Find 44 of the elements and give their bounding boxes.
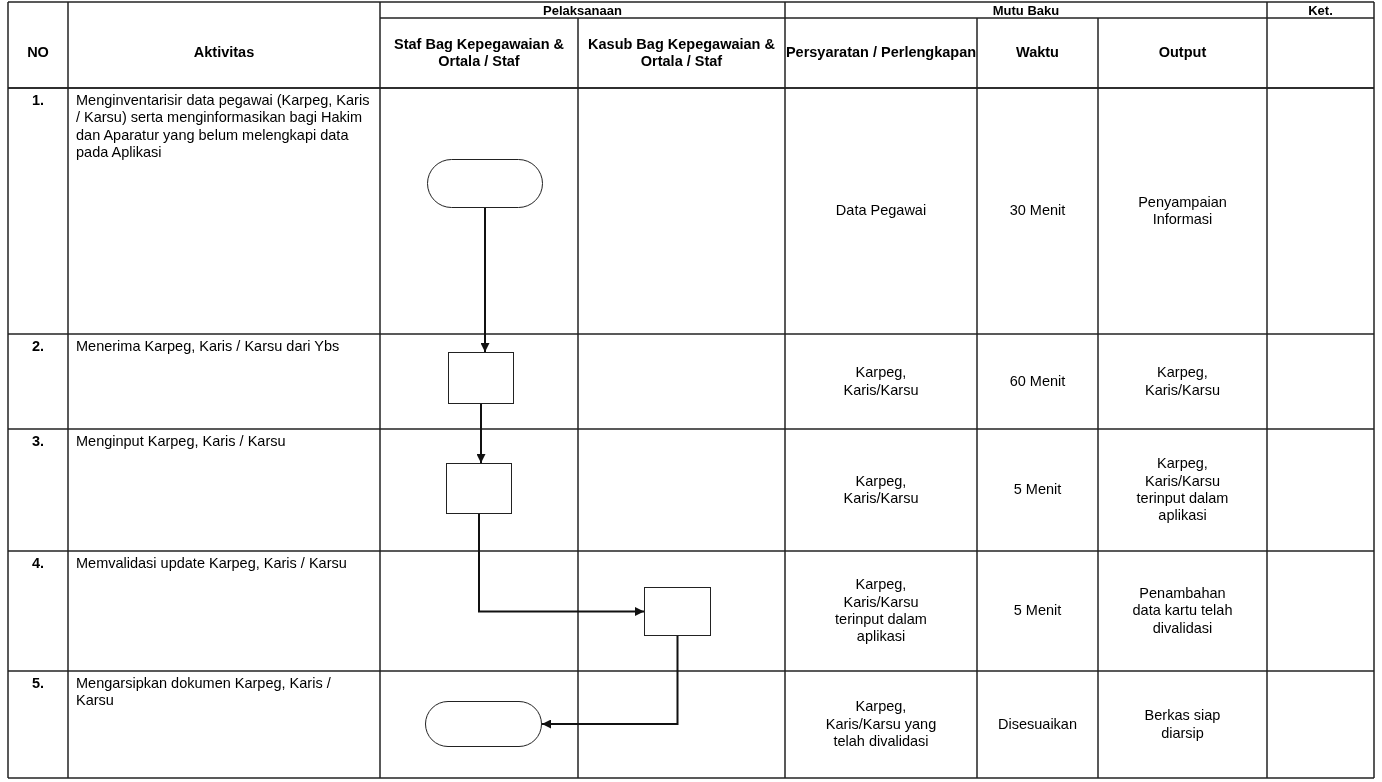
- table-cell-text: Karpeg, Karis/Karsu terinput dalam aplikasi: [834, 576, 928, 646]
- terminator-shape: [427, 159, 543, 208]
- table-cell-text: Karpeg, Karis/Karsu terinput dalam aplikasi: [1135, 455, 1230, 525]
- table-cell-text: Karpeg, Karis/Karsu: [842, 364, 920, 399]
- table-cell-text: 5.: [31, 675, 45, 693]
- column-header: Aktivitas: [193, 44, 255, 62]
- table-cell-text: Data Pegawai: [835, 202, 927, 220]
- table-cell-text: 3.: [31, 433, 45, 451]
- column-header: Staf Bag Kepegawaian & Ortala / Staf: [393, 35, 565, 71]
- column-header: NO: [27, 44, 49, 62]
- table-cell-text: Penambahan data kartu telah divalidasi: [1131, 584, 1234, 638]
- arrow: [480, 207, 490, 353]
- table-cell-text: Disesuaikan: [998, 715, 1077, 734]
- table-cell-text: Berkas siap diarsip: [1143, 707, 1222, 742]
- column-header: Waktu: [1016, 44, 1059, 62]
- table-cell-text: Menginventarisir data pegawai (Karpeg, Karis / Karsu) serta menginformasikan bagi Hakim dan Aparatur yang belum melengkapi data pada Aplikasi: [76, 92, 371, 162]
- column-header: Persyaratan / Perlengkapan: [785, 44, 977, 62]
- table-cell-text: Menerima Karpeg, Karis / Karsu dari Ybs: [76, 338, 340, 356]
- column-header: Mutu Baku: [992, 3, 1060, 17]
- table-cell-text: 4.: [31, 555, 45, 573]
- table-cell-text: 2.: [31, 338, 45, 356]
- table-cell-text: 60 Menit: [1009, 372, 1066, 391]
- table-cell-text: Mengarsipkan dokumen Karpeg, Karis / Karsu: [76, 675, 332, 710]
- process-box: [644, 587, 711, 636]
- table-cell-text: 30 Menit: [1009, 202, 1066, 220]
- table-cell-text: Penyampaian Informasi: [1137, 193, 1228, 229]
- table-cell-text: Menginput Karpeg, Karis / Karsu: [76, 433, 286, 451]
- arrow: [478, 513, 645, 616]
- table-cell-text: 5 Menit: [1013, 602, 1062, 620]
- table-cell-text: Karpeg, Karis/Karsu: [1144, 364, 1221, 399]
- arrow: [476, 403, 486, 464]
- table-cell-text: Karpeg, Karis/Karsu: [842, 472, 920, 508]
- table-cell-text: Memvalidasi update Karpeg, Karis / Karsu: [76, 555, 347, 573]
- arrow: [541, 635, 679, 729]
- table-cell-text: Karpeg, Karis/Karsu yang telah divalidasi: [824, 698, 938, 751]
- terminator-shape: [425, 701, 542, 747]
- table-cell-text: 5 Menit: [1013, 481, 1062, 499]
- process-box: [446, 463, 512, 514]
- process-box: [448, 352, 514, 404]
- column-header: Pelaksanaan: [543, 3, 622, 17]
- table-cell-text: 1.: [31, 92, 45, 110]
- column-header: Kasub Bag Kepegawaian & Ortala / Staf: [587, 35, 776, 71]
- column-header: Ket.: [1308, 3, 1333, 17]
- column-header: Output: [1158, 44, 1207, 62]
